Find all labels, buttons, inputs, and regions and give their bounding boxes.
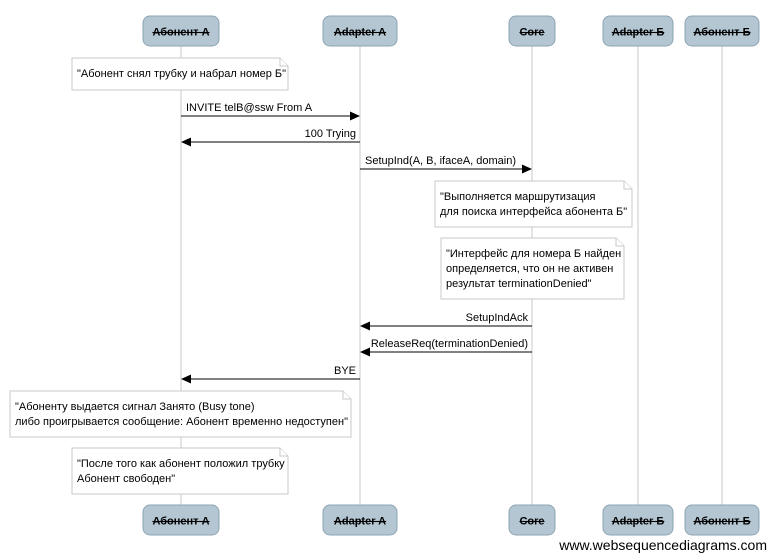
note-text-line: Абонент свободен" <box>77 473 175 485</box>
note-text-line: "Интерфейс для номера Б найден <box>446 248 621 260</box>
participant-label: Абонент А <box>152 516 209 528</box>
participant-box <box>142 15 220 47</box>
note-4: "Абоненту выдается сигнал Занято (Busy t… <box>9 390 352 438</box>
participant-label: Абонент Б <box>693 27 750 39</box>
participant-box <box>684 504 760 536</box>
arrowhead-icon <box>360 347 370 357</box>
note-box <box>71 57 289 91</box>
arrowhead-icon <box>181 374 191 384</box>
note-fold-icon <box>279 448 288 457</box>
participant-box <box>508 15 556 47</box>
participant-label: Core <box>519 516 544 528</box>
participant-adB-bottom: Adapter Б <box>602 504 674 536</box>
message-releasereq-terminationdenied: ReleaseReq(terminationDenied) <box>360 338 532 357</box>
message-100-trying: 100 Trying <box>181 128 360 147</box>
message-invite-telb-ssw-from-a: INVITE telB@ssw From A <box>181 102 360 121</box>
note-2: "Выполняется маршрутизация для поиска инт… <box>434 180 633 228</box>
note-1: "Абонент снял трубку и набрал номер Б" <box>71 57 289 91</box>
arrowhead-icon <box>181 137 191 147</box>
note-box <box>9 390 352 438</box>
message-setupindack: SetupIndAck <box>360 312 532 331</box>
note-3: "Интерфейс для номера Б найден определяет… <box>440 237 625 300</box>
participant-abA-top: Абонент А <box>142 15 220 47</box>
note-5: "После того как абонент положил трубкуАб… <box>71 447 289 495</box>
note-fold-icon <box>615 238 624 247</box>
message-label: SetupIndAck <box>466 312 529 324</box>
message-label: BYE <box>334 365 356 377</box>
participant-label: Adapter Б <box>612 27 665 39</box>
note-fold-icon <box>342 391 351 400</box>
participant-adB-top: Adapter Б <box>602 15 674 47</box>
diagram-events: "Абонент снял трубку и набрал номер Б" IN… <box>9 57 633 495</box>
note-text-line: определяется, что он не активен <box>446 263 613 275</box>
note-fold-icon <box>623 181 632 190</box>
note-box <box>440 237 625 300</box>
participant-abA-bottom: Абонент А <box>142 504 220 536</box>
participant-adA-top: Adapter A <box>322 15 398 47</box>
note-box <box>434 180 633 228</box>
note-text-line: "Абонент снял трубку и набрал номер Б" <box>77 68 286 80</box>
participants-bottom: Абонент А Adapter A Core Adapter Б Абонент Б <box>142 504 760 536</box>
arrowhead-icon <box>350 111 360 121</box>
participant-box <box>322 504 398 536</box>
participant-label: Core <box>519 27 544 39</box>
participant-box <box>684 15 760 47</box>
participant-box <box>142 504 220 536</box>
message-bye: BYE <box>181 365 360 384</box>
note-text-line: либо проигрывается сообщение: Абонент вр… <box>15 416 348 428</box>
participants-top: Абонент А Adapter A Core Adapter Б Абонент Б <box>142 15 760 47</box>
arrowhead-icon <box>522 164 532 174</box>
message-setupind-a-b-ifacea-domain: SetupInd(A, B, ifaceA, domain) <box>360 155 532 174</box>
message-label: SetupInd(A, B, ifaceA, domain) <box>365 155 516 167</box>
participant-box <box>508 504 556 536</box>
participant-abB-bottom: Абонент Б <box>684 504 760 536</box>
participant-label: Абонент А <box>152 27 209 39</box>
message-label: ReleaseReq(terminationDenied) <box>371 338 528 350</box>
participant-box <box>602 15 674 47</box>
arrowhead-icon <box>360 321 370 331</box>
participant-label: Adapter A <box>334 516 386 528</box>
note-text-line: результат terminationDenied" <box>446 278 592 290</box>
participant-core-bottom: Core <box>508 504 556 536</box>
note-text-line: "Абоненту выдается сигнал Занято (Busy t… <box>15 401 255 413</box>
participant-label: Adapter A <box>334 27 386 39</box>
watermark[interactable]: www.websequencediagrams.com <box>559 537 767 553</box>
message-label: INVITE telB@ssw From A <box>186 102 313 114</box>
participant-box <box>602 504 674 536</box>
participant-label: Абонент Б <box>693 516 750 528</box>
participant-adA-bottom: Adapter A <box>322 504 398 536</box>
note-text-line: "После того как абонент положил трубку <box>77 458 285 470</box>
note-box <box>71 447 289 495</box>
participant-box <box>322 15 398 47</box>
participant-abB-top: Абонент Б <box>684 15 760 47</box>
note-text-line: для поиска интерфейса абонента Б" <box>440 206 627 218</box>
note-fold-icon <box>279 58 288 67</box>
note-text-line: "Выполняется маршрутизация <box>440 191 596 203</box>
participant-label: Adapter Б <box>612 516 665 528</box>
participant-core-top: Core <box>508 15 556 47</box>
message-label: 100 Trying <box>305 128 356 140</box>
